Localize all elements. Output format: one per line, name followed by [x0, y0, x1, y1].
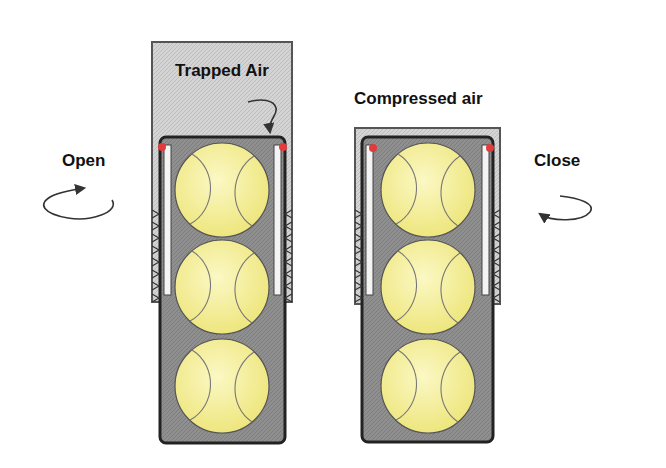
tennis-balls [175, 143, 475, 433]
thread [493, 282, 500, 290]
thread [285, 210, 292, 218]
thread [493, 222, 500, 230]
label: Compressed air [354, 88, 483, 109]
thread [355, 282, 362, 290]
thread [152, 270, 159, 278]
thread [152, 258, 159, 266]
thread [285, 222, 292, 230]
thread [285, 234, 292, 242]
thread [493, 210, 500, 218]
tube [160, 137, 285, 443]
tennis-ball [175, 240, 269, 334]
tennis-ball [175, 143, 269, 237]
thread [152, 282, 159, 290]
thread [152, 294, 159, 302]
rotation-arrow [44, 188, 114, 219]
thread [493, 270, 500, 278]
thread [493, 294, 500, 302]
tennis-ball [381, 143, 475, 237]
thread [493, 234, 500, 242]
thread [493, 246, 500, 254]
thread [152, 246, 159, 254]
thread [152, 234, 159, 242]
thread [285, 258, 292, 266]
cap-wall [274, 145, 281, 295]
thread [493, 258, 500, 266]
thread [285, 294, 292, 302]
cap-wall [164, 145, 171, 295]
tennis-ball [175, 339, 269, 433]
thread [285, 270, 292, 278]
thread [355, 270, 362, 278]
thread [355, 210, 362, 218]
seal [369, 144, 377, 152]
tube [362, 137, 493, 442]
thread [285, 246, 292, 254]
tennis-ball [381, 339, 475, 433]
thread [285, 282, 292, 290]
rotation-arrow [540, 196, 591, 220]
thread [355, 246, 362, 254]
thread [355, 234, 362, 242]
thread [152, 210, 159, 218]
thread [355, 222, 362, 230]
cap-wall [482, 145, 489, 295]
seal [279, 143, 287, 151]
tennis-ball [381, 240, 475, 334]
seal [158, 143, 166, 151]
cap-wall [366, 145, 373, 295]
seal [486, 144, 494, 152]
thread [355, 258, 362, 266]
label: Open [62, 150, 105, 171]
thread [355, 294, 362, 302]
thread [152, 222, 159, 230]
label: Trapped Air [172, 60, 272, 81]
leader-line [248, 100, 276, 132]
label: Close [534, 150, 580, 171]
